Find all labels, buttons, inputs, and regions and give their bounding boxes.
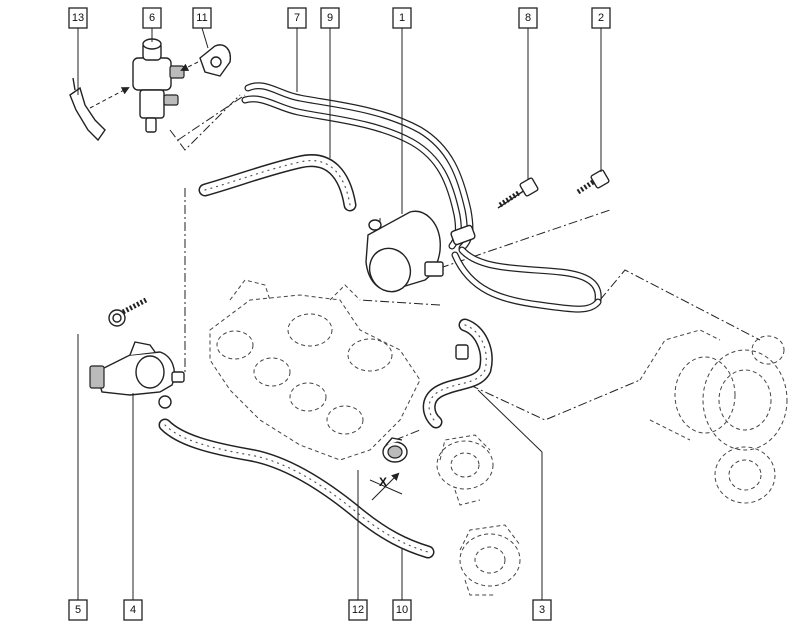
solenoid-valve-6: [132, 38, 185, 133]
svg-text:10: 10: [396, 604, 408, 616]
bolt-2: [576, 169, 610, 195]
valve-4: [89, 341, 185, 409]
rigid-pipe-7: [241, 82, 602, 313]
callout-leaders: [77, 27, 602, 600]
bolt-5: [108, 297, 148, 327]
svg-text:6: 6: [149, 12, 155, 24]
callout-6: 6: [142, 7, 162, 29]
svg-text:12: 12: [352, 604, 364, 616]
callout-4: 4: [123, 599, 143, 621]
callout-10: 10: [392, 599, 412, 621]
bracket-13: [69, 77, 106, 142]
callout-11: 11: [192, 7, 212, 29]
callout-9: 9: [320, 7, 340, 29]
dimension-x-label: X: [379, 475, 387, 489]
valve-pipe-link: [169, 94, 241, 151]
svg-text:1: 1: [399, 12, 405, 24]
svg-text:8: 8: [525, 12, 531, 24]
hose-9: [198, 154, 357, 212]
connector-11-arrow: [180, 61, 199, 71]
callout-1: 1: [392, 7, 412, 29]
bolt-8: [497, 177, 539, 209]
svg-text:11: 11: [196, 12, 207, 24]
canister-1: [365, 210, 444, 293]
ghost-turbocharger: [639, 329, 788, 504]
callout-13: 13: [68, 7, 88, 29]
hose-3: [422, 318, 493, 429]
svg-text:13: 13: [72, 12, 84, 24]
svg-text:9: 9: [327, 12, 333, 24]
callout-7: 7: [287, 7, 307, 29]
clamp-12: [382, 437, 408, 463]
svg-text:7: 7: [294, 12, 300, 24]
svg-text:4: 4: [130, 604, 136, 616]
connector-11: [199, 44, 232, 77]
ghost-thermostat-housing: [436, 434, 521, 596]
svg-text:5: 5: [75, 604, 81, 616]
callout-3: 3: [532, 599, 552, 621]
callout-5: 5: [68, 599, 88, 621]
dimension-x: X: [369, 472, 403, 501]
hose-10: [158, 418, 435, 559]
svg-text:2: 2: [598, 12, 604, 24]
callout-2: 2: [591, 7, 611, 29]
bracket-13-arrow: [89, 87, 130, 109]
callout-12: 12: [348, 599, 368, 621]
svg-text:3: 3: [539, 604, 545, 616]
ghost-intake-manifold: [209, 279, 421, 461]
callout-8: 8: [518, 7, 538, 29]
